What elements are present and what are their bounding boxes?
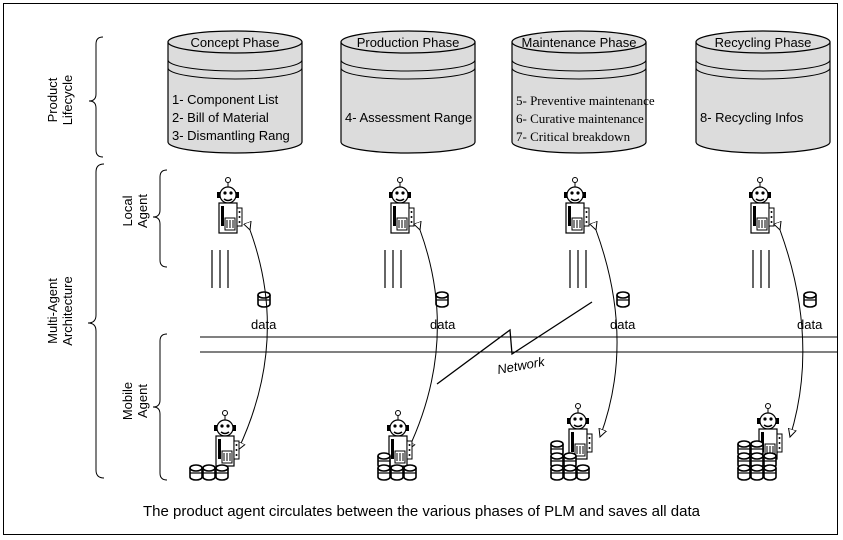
cylinder-recycling: [695, 30, 831, 154]
cylinder-maintenance: [511, 30, 647, 154]
diagram-frame: [3, 3, 838, 535]
phase-item: 5- Preventive maintenance: [516, 93, 655, 108]
data-disk-icon: [435, 291, 449, 308]
local-agent-robot-icon: [563, 176, 590, 234]
phase-item: 2- Bill of Material: [172, 110, 269, 125]
phase-item: 1- Component List: [172, 92, 279, 107]
phase-item: 4- Assessment Range: [345, 110, 473, 125]
local-agent-robot-icon: [388, 176, 415, 234]
data-label: data: [430, 317, 456, 332]
recycling-items: 8- Recycling Infos: [700, 109, 803, 127]
phase-item: 6- Curative maintenance: [516, 111, 644, 126]
maintenance-items: 5- Preventive maintenance 6- Curative ma…: [516, 92, 655, 146]
mobile-agent-robot-icon: [213, 409, 240, 467]
data-label: data: [797, 317, 823, 332]
phase-title-recycling: Recycling Phase: [714, 35, 812, 50]
local-agent-robot-icon: [748, 176, 775, 234]
phase-title-maintenance: Maintenance Phase: [521, 35, 637, 50]
phase-title-production: Production Phase: [356, 35, 460, 50]
data-label: data: [251, 317, 277, 332]
concept-items: 1- Component List 2- Bill of Material 3-…: [172, 91, 290, 145]
diagram-caption: The product agent circulates between the…: [143, 503, 700, 520]
disk-stack-concept: [189, 464, 229, 481]
cylinder-production: [340, 30, 476, 154]
phase-item: 7- Critical breakdown: [516, 129, 631, 144]
production-items: 4- Assessment Range: [345, 109, 472, 127]
data-disk-icon: [257, 291, 271, 308]
local-agent-robot-icon: [216, 176, 243, 234]
phase-item: 8- Recycling Infos: [700, 110, 804, 125]
phase-title-concept: Concept Phase: [190, 35, 280, 50]
data-disk-icon: [616, 291, 630, 308]
mobile-agent-robot-icon: [566, 402, 593, 460]
cylinder-concept: [167, 30, 303, 154]
data-disk-icon: [803, 291, 817, 308]
data-label: data: [610, 317, 636, 332]
phase-item: 3- Dismantling Rang: [172, 128, 290, 143]
